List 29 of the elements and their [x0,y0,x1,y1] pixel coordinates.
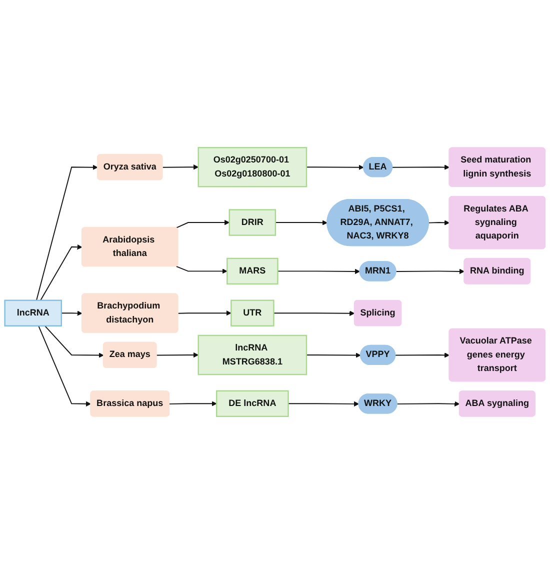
node-box: DE lncRNA [216,390,289,418]
arrow [274,220,328,226]
arrow [60,310,82,316]
arrow [392,164,450,170]
arrow [428,220,450,226]
arrow [44,325,104,358]
node-box: MARS [226,258,278,285]
arrow [156,352,199,358]
node-box: UTR [230,300,274,326]
arrow [38,325,92,407]
node-box: Os02g0250700-01 Os02g0180800-01 [198,146,308,188]
arrow [178,310,232,316]
arrow [288,401,360,407]
arrow [306,352,361,358]
arrow [306,164,364,170]
arrow [169,401,217,406]
arrow [395,352,450,358]
node-box: lncRNA MSTRG6838.1 [198,334,308,376]
node-box: DRIR [228,209,276,236]
arrow [396,401,460,407]
arrow [176,266,228,274]
arrow [176,220,230,228]
arrow [40,244,82,301]
arrow [36,164,98,301]
arrow [277,268,360,274]
arrow [273,310,355,316]
arrow [396,268,465,274]
arrow [162,164,199,170]
node-box: lncRNA [4,300,62,326]
